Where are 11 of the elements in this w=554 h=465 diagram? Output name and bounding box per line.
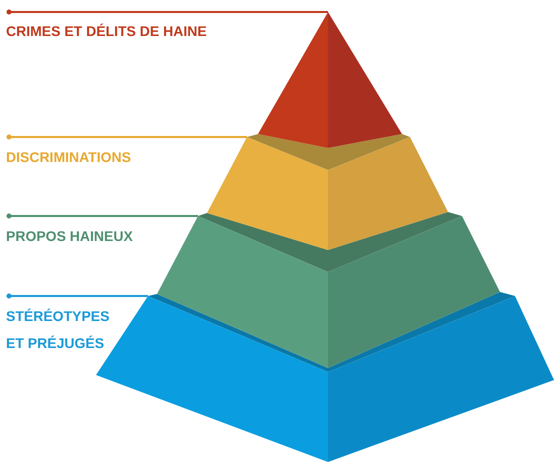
tier-label: CRIMES ET DÉLITS DE HAINE [6,6,266,45]
leader-line [6,134,247,140]
tier-label: PROPOS HAINEUX [6,211,206,250]
leader-line [6,294,148,298]
tier-label: DISCRIMINATIONS [6,132,206,171]
pyramid-tier [207,134,448,250]
leader-line [6,10,328,14]
leader-line [6,214,198,218]
tier-label: STÉRÉOTYPES ET PRÉJUGÉS [6,291,116,357]
pyramid-top-tier [258,12,402,148]
pyramid-tier [157,212,500,368]
